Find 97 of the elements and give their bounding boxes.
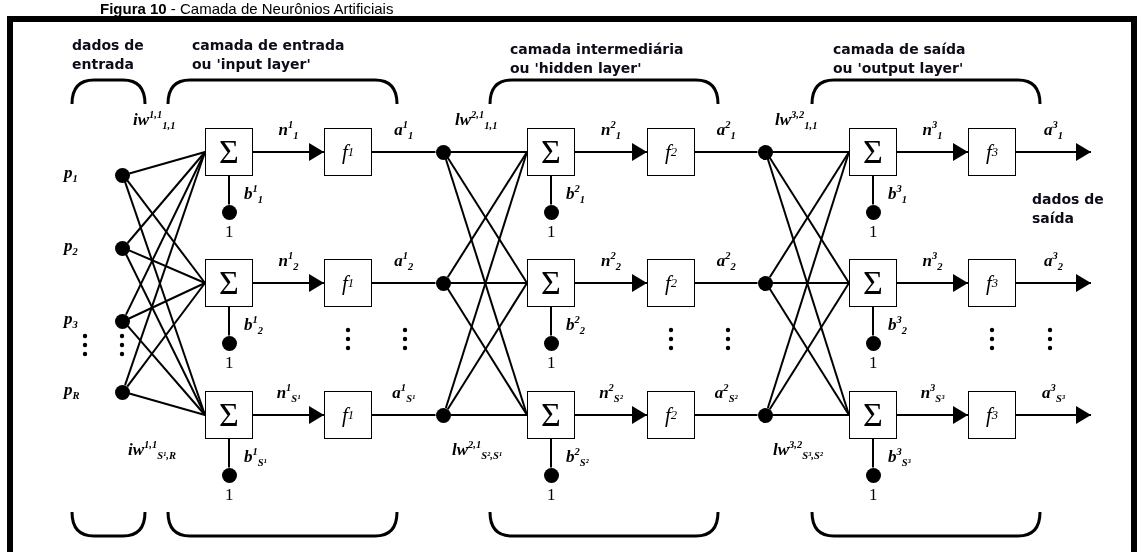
bias-dot (543, 204, 559, 220)
connection-line (128, 151, 206, 175)
bias-input-label: 1 (547, 485, 556, 505)
connection-line (550, 306, 552, 337)
input-dot (114, 167, 130, 183)
connection-line (128, 282, 206, 320)
connection-line (128, 392, 206, 416)
junction-dot (435, 144, 451, 160)
transfer-function-box: f$^{3}$ (968, 128, 1016, 176)
input-label: p$_{2}$ (64, 236, 78, 256)
connection-line (771, 151, 850, 153)
connection-line (771, 282, 850, 284)
transfer-function-box: f$^{2}$ (647, 128, 695, 176)
junction-dot (757, 144, 773, 160)
bias-dot (865, 204, 881, 220)
connection-line (126, 324, 206, 416)
arrow (252, 274, 325, 292)
input-dot (114, 384, 130, 400)
input-label: p$_{1}$ (64, 163, 78, 183)
group-label: camada intermediária ou 'hidden layer' (510, 40, 685, 78)
bias-input-label: 1 (547, 353, 556, 373)
arrow (896, 406, 969, 424)
arrow (1015, 274, 1092, 292)
summation-box: Σ (527, 128, 575, 176)
summation-box: Σ (205, 259, 253, 307)
connection-line (126, 179, 206, 284)
bias-input-label: 1 (869, 222, 878, 242)
connection-line (228, 438, 230, 469)
connection-line (371, 282, 437, 284)
input-dot (114, 313, 130, 329)
connection-line (771, 414, 850, 416)
summation-box: Σ (849, 391, 897, 439)
input-label: p$_{R}$ (64, 380, 80, 400)
bias-input-label: 1 (869, 485, 878, 505)
arrow (896, 274, 969, 292)
connection-line (694, 414, 759, 416)
transfer-function-box: f$^{3}$ (968, 391, 1016, 439)
bias-dot (221, 467, 237, 483)
bias-dot (543, 335, 559, 351)
arrow (252, 143, 325, 161)
group-label: camada de entrada ou 'input layer' (192, 36, 346, 74)
arrow (1015, 406, 1092, 424)
connection-line (228, 175, 230, 206)
connection-line (128, 249, 206, 284)
bias-input-label: 1 (869, 353, 878, 373)
arrow (574, 274, 648, 292)
group-label: camada de saída ou 'output layer' (833, 40, 967, 78)
transfer-function-box: f$^{3}$ (968, 259, 1016, 307)
arrow (896, 143, 969, 161)
transfer-function-box: f$^{1}$ (324, 391, 372, 439)
summation-box: Σ (849, 128, 897, 176)
bias-dot (865, 467, 881, 483)
bias-input-label: 1 (225, 485, 234, 505)
connection-line (872, 438, 874, 469)
input-label: p$_{3}$ (64, 309, 78, 329)
group-label: dados de entrada (72, 36, 145, 74)
bias-dot (221, 335, 237, 351)
connection-line (126, 282, 206, 388)
summation-box: Σ (527, 391, 575, 439)
connection-line (550, 175, 552, 206)
junction-dot (435, 275, 451, 291)
transfer-function-box: f$^{1}$ (324, 128, 372, 176)
connection-line (550, 438, 552, 469)
connection-line (371, 414, 437, 416)
connection-line (371, 151, 437, 153)
connection-line (449, 414, 528, 416)
transfer-function-box: f$^{2}$ (647, 259, 695, 307)
summation-box: Σ (849, 259, 897, 307)
input-dot (114, 240, 130, 256)
group-label: dados de saída (1032, 190, 1105, 228)
bias-dot (221, 204, 237, 220)
summation-box: Σ (527, 259, 575, 307)
connection-line (449, 151, 528, 153)
junction-dot (435, 407, 451, 423)
summation-box: Σ (205, 128, 253, 176)
figure-title: Figura 10 - Camada de Neurônios Artificiais (100, 0, 394, 17)
transfer-function-box: f$^{1}$ (324, 259, 372, 307)
arrow (574, 143, 648, 161)
connection-line (694, 151, 759, 153)
junction-dot (757, 407, 773, 423)
connection-line (872, 306, 874, 337)
connection-line (872, 175, 874, 206)
junction-dot (757, 275, 773, 291)
connection-line (126, 151, 206, 244)
bias-input-label: 1 (547, 222, 556, 242)
summation-box: Σ (205, 391, 253, 439)
connection-line (694, 282, 759, 284)
bias-input-label: 1 (225, 353, 234, 373)
arrow (574, 406, 648, 424)
connection-line (449, 282, 528, 284)
transfer-function-box: f$^{2}$ (647, 391, 695, 439)
arrow (1015, 143, 1092, 161)
bias-input-label: 1 (225, 222, 234, 242)
arrow (252, 406, 325, 424)
bias-dot (865, 335, 881, 351)
connection-line (228, 306, 230, 337)
bias-dot (543, 467, 559, 483)
